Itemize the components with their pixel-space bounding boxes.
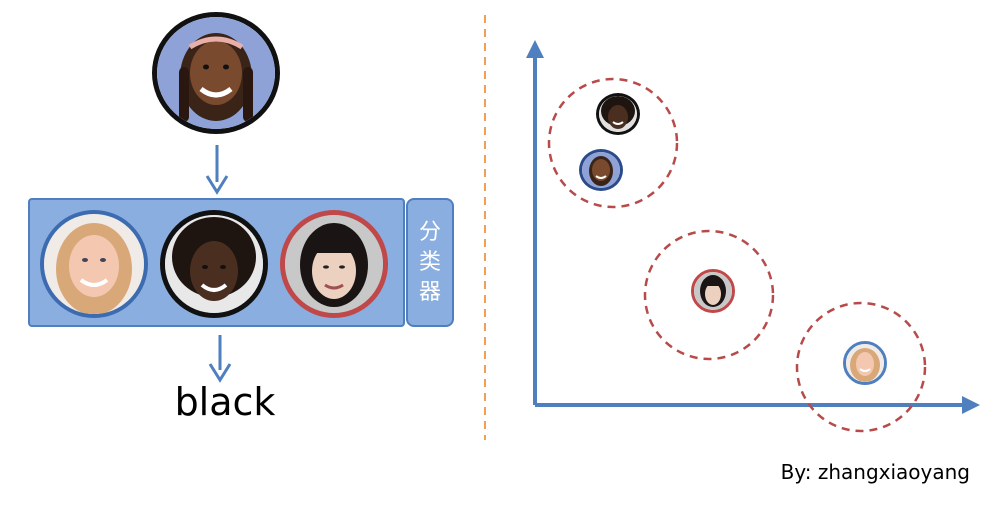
cluster-white xyxy=(795,301,927,433)
query-face xyxy=(152,12,280,134)
scatter-face-blonde xyxy=(843,341,887,385)
example-face-afro xyxy=(160,210,268,318)
x-axis xyxy=(535,396,980,414)
face-blonde-woman-icon xyxy=(44,214,144,314)
result-label: black xyxy=(174,380,276,424)
scatter-face-asian xyxy=(691,269,735,313)
cluster-asian xyxy=(643,229,775,361)
face-asian-woman-icon xyxy=(694,272,732,310)
scatter-face-afro xyxy=(596,93,640,135)
example-face-blonde xyxy=(40,210,148,318)
face-blonde-woman-icon xyxy=(846,344,884,382)
example-face-asian xyxy=(280,210,388,318)
cluster-black xyxy=(547,77,679,209)
classifier-tab: 分类器 xyxy=(406,198,454,327)
face-black-woman-braids-icon xyxy=(157,17,275,129)
classifier-label: 分类器 xyxy=(418,219,441,305)
arrow-classifier-to-result xyxy=(208,335,232,383)
credit-text: By: zhangxiaoyang xyxy=(780,460,970,484)
face-black-woman-afro-icon xyxy=(165,215,263,313)
scatter-face-braids xyxy=(579,149,623,191)
arrow-query-to-classifier xyxy=(205,145,229,195)
face-black-woman-braids-icon xyxy=(582,152,620,188)
y-axis xyxy=(526,40,544,405)
face-asian-woman-icon xyxy=(285,215,383,313)
face-black-woman-afro-icon xyxy=(599,96,637,132)
